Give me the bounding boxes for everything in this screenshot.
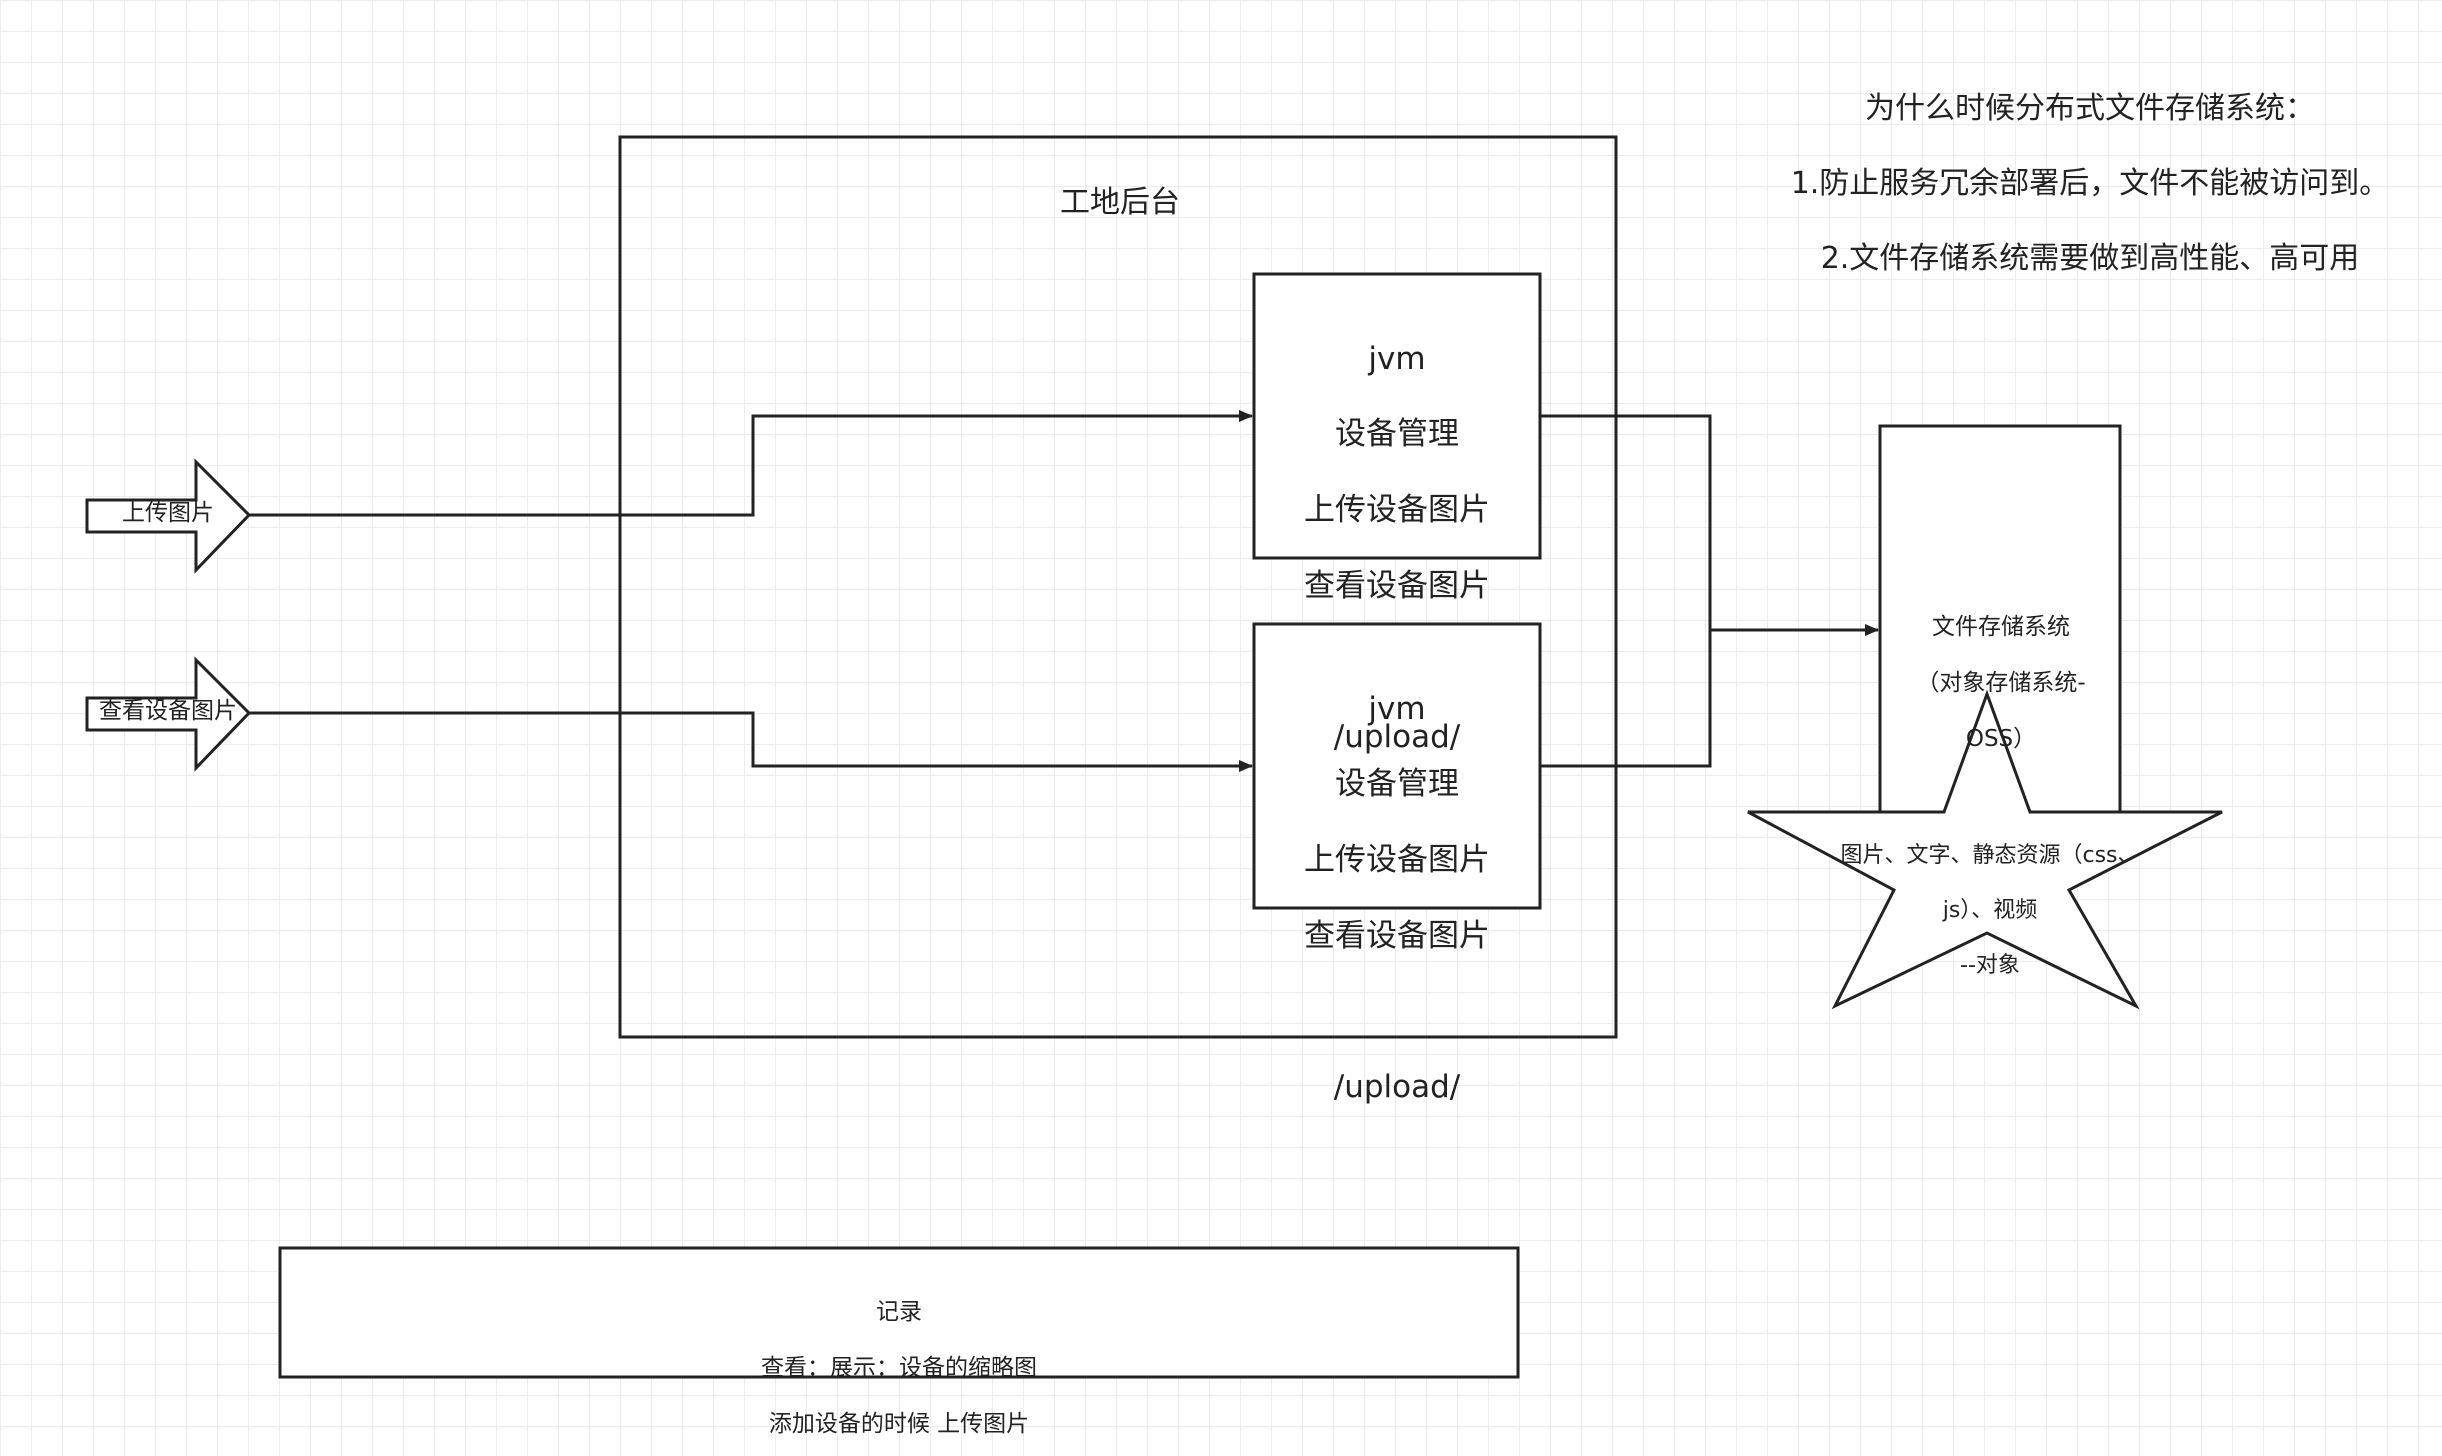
connector-upload-to-jvm-upper[interactable] (249, 410, 1253, 517)
star-line: js）、视频 (1942, 897, 2038, 923)
note-line: 2.文件存储系统需要做到高性能、高可用 (1820, 240, 2360, 276)
jvm-lower-label: jvm 设备管理 上传设备图片 查看设备图片 /upload/ (1254, 653, 1540, 1145)
backend-container[interactable] (618, 135, 1618, 1039)
record-box[interactable] (278, 1246, 1520, 1379)
jvm-line: 上传设备图片 (1304, 842, 1490, 879)
jvm-path: /upload/ (1333, 1069, 1461, 1106)
star-line: 图片、文字、静态资源（css、 (1840, 842, 2140, 868)
connector-view-to-jvm-lower[interactable] (249, 711, 1253, 772)
file-storage-label: 文件存储系统 （对象存储系统- OSS） (1882, 585, 2120, 781)
upload-input-label: 上传图片 (122, 500, 214, 526)
distributed-storage-note: 为什么时候分布式文件存储系统： 1.防止服务冗余部署后，文件不能被访问到。 2.… (1740, 52, 2440, 315)
view-input-arrow[interactable] (85, 656, 252, 772)
star-line: --对象 (1960, 952, 2020, 978)
note-line: 1.防止服务冗余部署后，文件不能被访问到。 (1790, 165, 2390, 201)
jvm-line: jvm (1368, 340, 1426, 377)
record-line: 记录 (876, 1299, 922, 1326)
file-storage-line: OSS） (1965, 726, 2037, 753)
record-line: 查看：展示：设备的缩略图 (761, 1355, 1037, 1382)
jvm-line: 上传设备图片 (1304, 492, 1490, 529)
jvm-path: /upload/ (1333, 719, 1461, 756)
jvm-line: 查看设备图片 (1304, 917, 1490, 954)
record-label: 记录 查看：展示：设备的缩略图 添加设备的时候 上传图片 (282, 1270, 1516, 1456)
view-input-label: 查看设备图片 (99, 698, 237, 724)
file-storage-line: 文件存储系统 (1932, 614, 2070, 641)
note-line: 为什么时候分布式文件存储系统： (1865, 90, 2315, 126)
jvm-line: 设备管理 (1335, 416, 1459, 453)
record-line: 添加设备的时候 上传图片 (768, 1411, 1030, 1438)
jvm-box-lower[interactable] (1252, 622, 1542, 910)
jvm-upper-label: jvm 设备管理 上传设备图片 查看设备图片 /upload/ (1254, 303, 1540, 795)
connector-jvm-lower-to-storage[interactable] (1540, 630, 1712, 768)
connector-jvm-upper-to-storage[interactable] (1540, 414, 1712, 630)
jvm-box-upper[interactable] (1252, 272, 1542, 560)
jvm-line: 设备管理 (1335, 766, 1459, 803)
jvm-line: 查看设备图片 (1304, 567, 1490, 604)
upload-input-arrow[interactable] (85, 458, 252, 574)
jvm-line: jvm (1368, 690, 1426, 727)
object-star[interactable] (1747, 689, 2223, 1010)
backend-title: 工地后台 (1060, 185, 1180, 220)
object-star-label: 图片、文字、静态资源（css、 js）、视频 --对象 (1805, 814, 2175, 1007)
file-storage-line: （对象存储系统- (1916, 670, 2086, 697)
